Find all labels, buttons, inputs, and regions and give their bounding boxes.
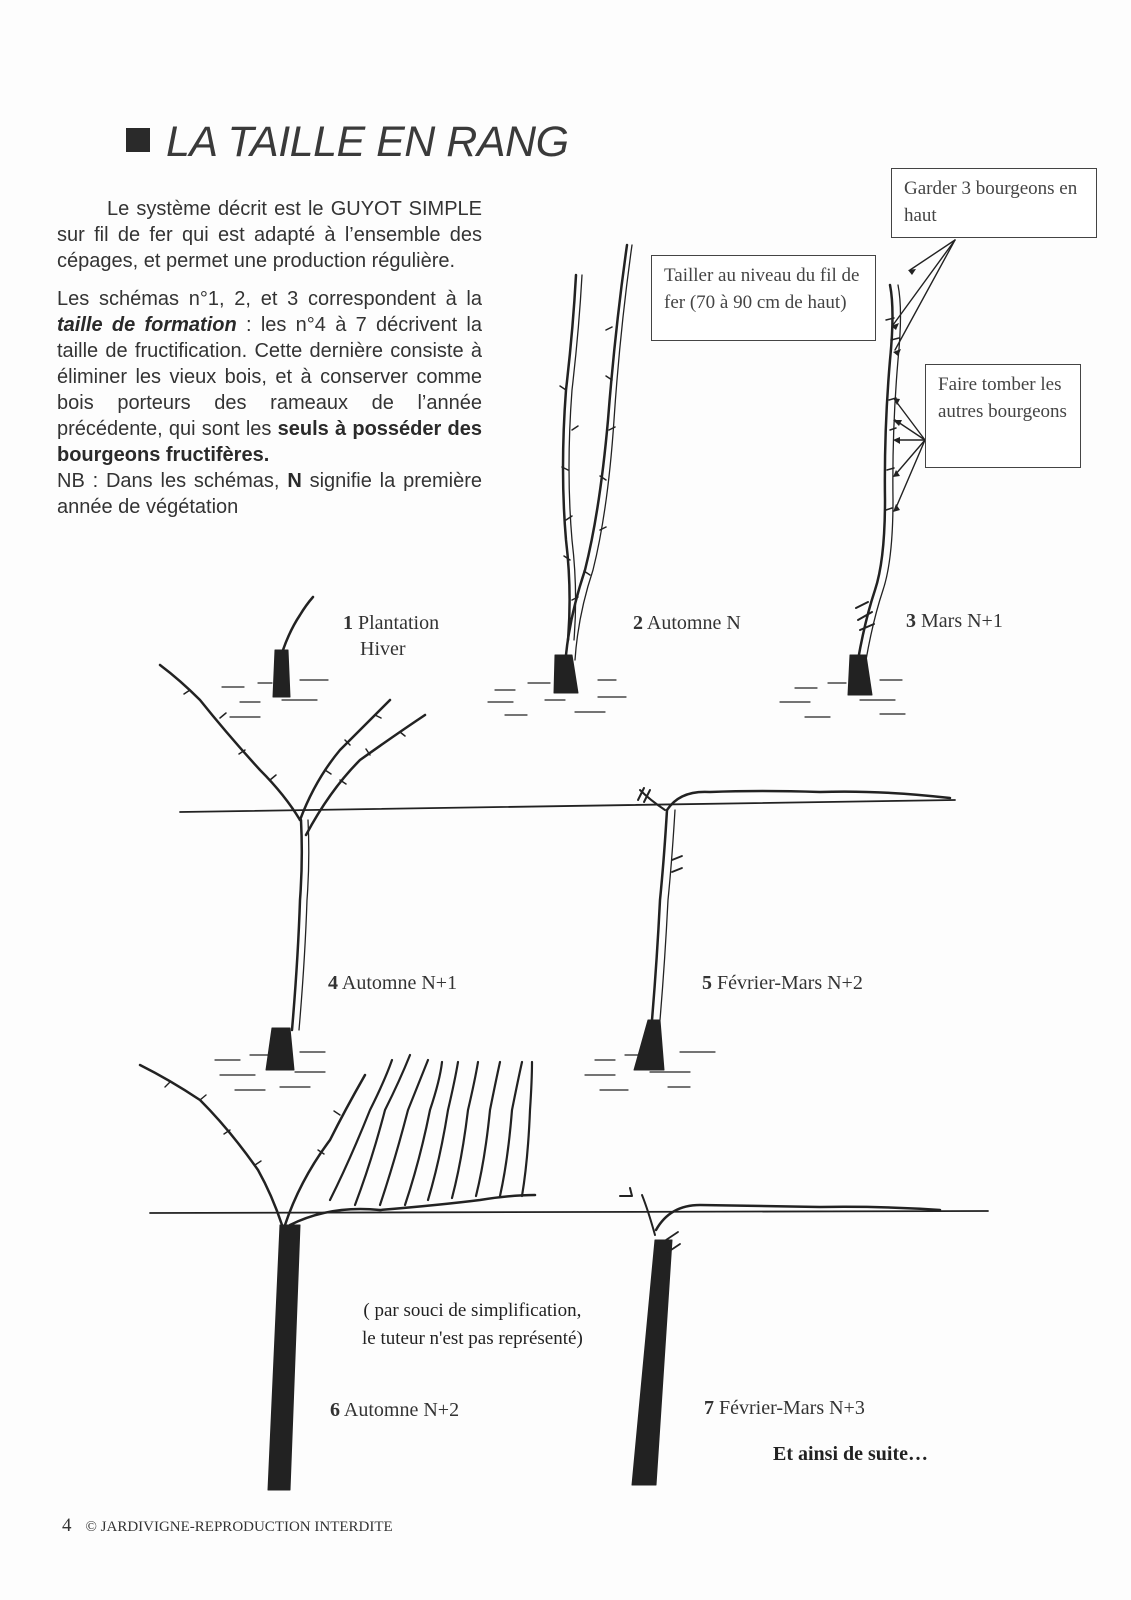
intro-paragraph-2: Les schémas n°1, 2, et 3 correspondent à… (57, 286, 482, 468)
page-footer: 4 © JARDIVIGNE-REPRODUCTION INTERDITE (62, 1515, 393, 1537)
callout-arrows (892, 239, 956, 511)
arrow-line (894, 239, 956, 351)
intro-paragraph-1: Le système décrit est le GUYOT SIMPLE su… (57, 198, 482, 272)
arrow-line (892, 239, 956, 326)
caption-6: 6 Automne N+2 (330, 1397, 459, 1423)
caption-number: 3 (906, 610, 916, 632)
vine-3 (847, 283, 902, 696)
callout-faire-tomber: Faire tomber les autres bourgeons (925, 364, 1081, 468)
wire-bottom (149, 1210, 989, 1214)
caption-text: Automne N (646, 612, 741, 634)
intro-p2-bold: taille de formation (57, 314, 237, 336)
vine-1 (272, 595, 315, 698)
intro-paragraph-3: NB : Dans les schémas, N signifie la pre… (57, 468, 482, 520)
title-bullet-icon (126, 128, 150, 152)
caption-text: Février-Mars N+3 (719, 1397, 865, 1419)
note-line-2: le tuteur n'est pas représenté) (362, 1328, 583, 1349)
vine-5 (633, 787, 952, 1071)
page-number: 4 (62, 1515, 72, 1536)
note-line-1: ( par souci de simplification, (363, 1300, 582, 1321)
caption-3: 3 Mars N+1 (906, 608, 1003, 634)
caption-number: 6 (330, 1399, 340, 1421)
intro-p3-part-a: NB : Dans les schémas, (57, 470, 288, 492)
caption-number: 7 (704, 1397, 714, 1419)
intro-p2-bold-2: seuls à posséder des bourgeons fructifèr… (57, 418, 483, 466)
vine-6 (138, 1053, 537, 1491)
vine-4 (158, 663, 427, 1071)
caption-7: 7 Février-Mars N+3 (704, 1395, 865, 1421)
caption-4: 4 Automne N+1 (328, 970, 457, 996)
caption-number: 4 (328, 972, 338, 994)
caption-number: 5 (702, 972, 712, 994)
intro-p3-bold: N (287, 470, 302, 492)
callout-tailler-fil: Tailler au niveau du fil de fer (70 à 90… (651, 255, 876, 341)
caption-text: Mars N+1 (921, 610, 1003, 632)
arrow-line (894, 399, 926, 441)
simplification-note: ( par souci de simplification, le tuteur… (362, 1297, 583, 1353)
arrow-line (894, 439, 926, 476)
vine-7 (619, 1187, 942, 1486)
ground-marks (214, 679, 906, 1091)
intro-p3-part-b: signifie la première année de végétation (57, 470, 482, 518)
caption-text: Plantation (358, 612, 440, 634)
callout-garder-bourgeons: Garder 3 bourgeons en haut (891, 168, 1097, 238)
arrow-line (909, 239, 956, 271)
intro-p2-part-b: : les n°4 à 7 décrivent la taille de fru… (57, 314, 482, 440)
copyright-notice: © JARDIVIGNE-REPRODUCTION INTERDITE (85, 1519, 393, 1535)
caption-number: 1 (343, 612, 353, 634)
caption-5: 5 Février-Mars N+2 (702, 970, 863, 996)
wire-top (179, 799, 956, 813)
caption-text: Février-Mars N+2 (717, 972, 863, 994)
caption-number: 2 (633, 612, 643, 634)
page-title: LA TAILLE EN RANG (126, 118, 569, 167)
caption-text: Automne N+1 (341, 972, 458, 994)
arrow-line (894, 439, 926, 511)
et-ainsi-de-suite: Et ainsi de suite… (773, 1443, 929, 1465)
caption-text-2: Hiver (360, 638, 406, 660)
intro-text: Le système décrit est le GUYOT SIMPLE su… (57, 196, 482, 520)
vine-2 (553, 243, 633, 694)
intro-p2-part-a: Les schémas n°1, 2, et 3 correspondent à… (57, 288, 482, 310)
caption-2: 2 Automne N (633, 610, 741, 636)
caption-text: Automne N+2 (343, 1399, 460, 1421)
page-title-text: LA TAILLE EN RANG (166, 118, 569, 166)
arrow-heads (891, 269, 916, 512)
